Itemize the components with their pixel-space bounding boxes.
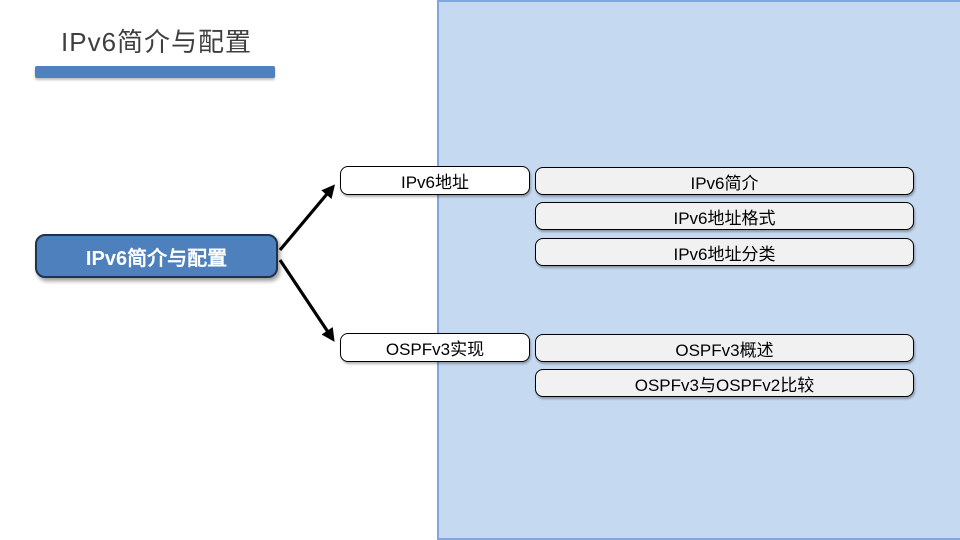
leaf-node-label: IPv6简介	[690, 173, 759, 193]
leaf-node-ospfv3-vs-ospfv2: OSPFv3与OSPFv2比较	[535, 369, 914, 397]
root-node: IPv6简介与配置	[35, 234, 278, 278]
root-node-label: IPv6简介与配置	[85, 247, 228, 270]
arrow-to-ipv6-address	[278, 184, 336, 252]
background-panel	[437, 0, 960, 540]
leaf-node-label: OSPFv3与OSPFv2比较	[634, 375, 815, 395]
leaf-node-ipv6-address-format: IPv6地址格式	[535, 202, 914, 230]
branch-node-ospfv3: OSPFv3实现	[340, 333, 530, 362]
leaf-node-label: IPv6地址格式	[673, 208, 776, 228]
slide-title: IPv6简介与配置	[61, 27, 253, 57]
leaf-node-label: OSPFv3概述	[675, 340, 774, 360]
branch-node-label: OSPFv3实现	[385, 340, 485, 359]
leaf-node-ospfv3-overview: OSPFv3概述	[535, 334, 914, 362]
leaf-node-ipv6-intro: IPv6简介	[535, 167, 914, 195]
leaf-node-ipv6-address-types: IPv6地址分类	[535, 238, 914, 266]
title-underline-bar	[35, 66, 275, 78]
arrow-to-ospfv3	[278, 259, 335, 342]
leaf-node-label: IPv6地址分类	[673, 244, 776, 264]
branch-node-label: IPv6地址	[400, 173, 470, 192]
branch-node-ipv6-address: IPv6地址	[340, 166, 530, 195]
